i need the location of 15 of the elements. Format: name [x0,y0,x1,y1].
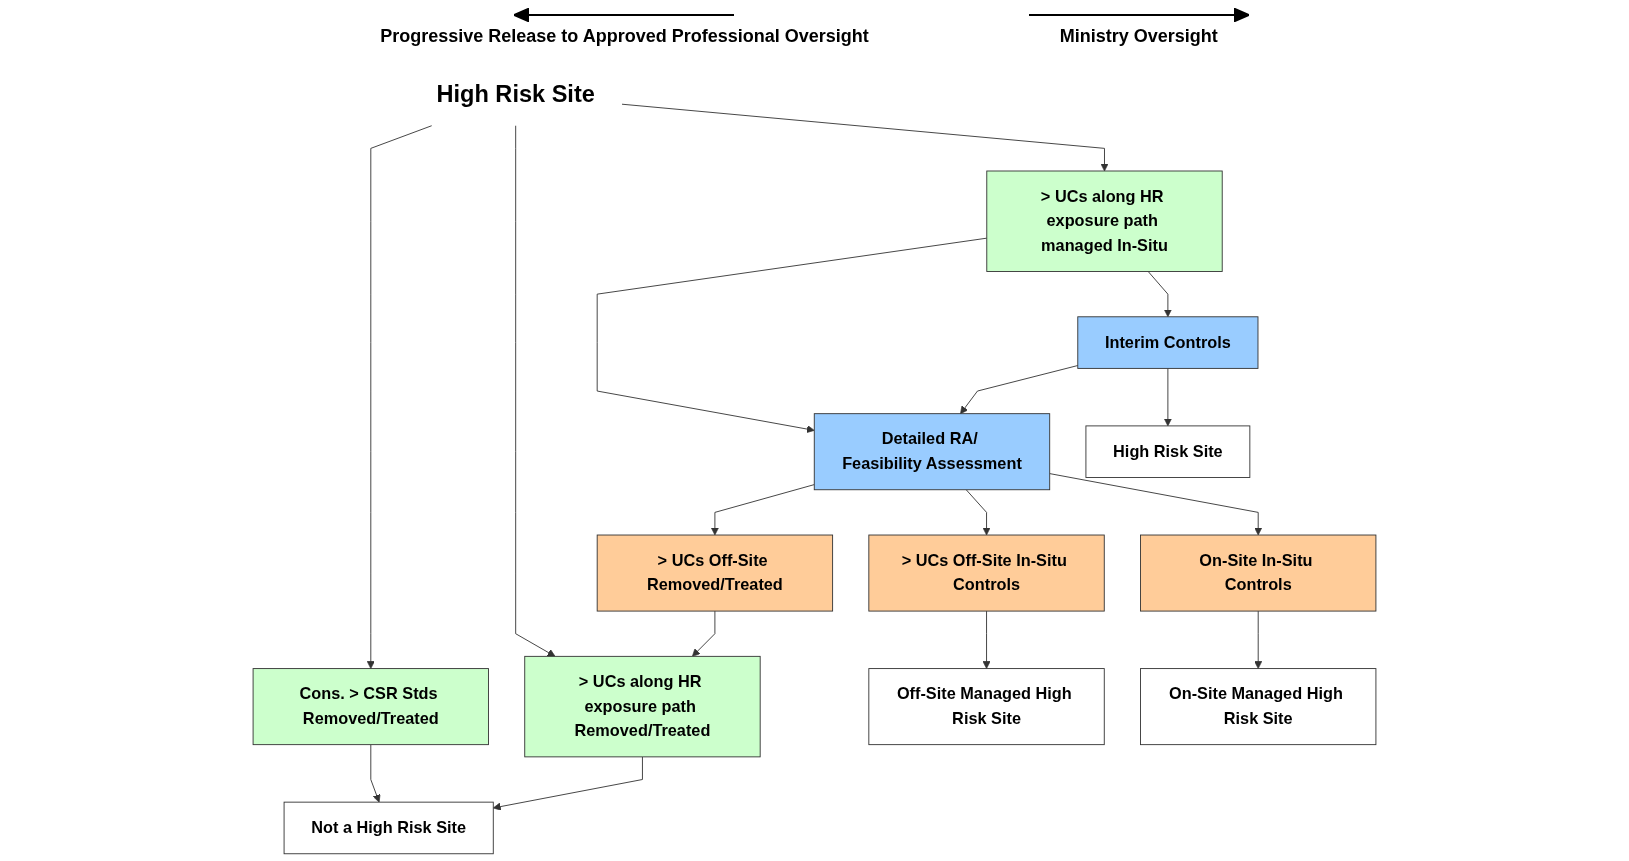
node-box: High Risk Site [1085,425,1251,478]
node-box: Not a High Risk Site [283,801,494,855]
node-box: On-Site In-Situ Controls [1140,534,1377,612]
node-box: > UCs along HR exposure path managed In-Situ [986,170,1223,272]
oversight-label: Ministry Oversight [1059,26,1218,47]
node-box: On-Site Managed High Risk Site [1140,668,1377,746]
node-box: Interim Controls [1077,316,1259,369]
node-box: Detailed RA/ Feasibility Assessment [813,413,1051,491]
node-box: > UCs along HR exposure path Removed/Treated [524,655,761,758]
oversight-label: Progressive Release to Approved Professional Oversight [380,26,869,47]
node-box: Cons. > CSR Stds Removed/Treated [252,668,489,746]
node-box: Off-Site Managed High Risk Site [868,668,1105,746]
node-box: > UCs Off-Site In-Situ Controls [868,534,1105,612]
node-box: > UCs Off-Site Removed/Treated [596,534,834,612]
node-text: High Risk Site [436,80,595,108]
